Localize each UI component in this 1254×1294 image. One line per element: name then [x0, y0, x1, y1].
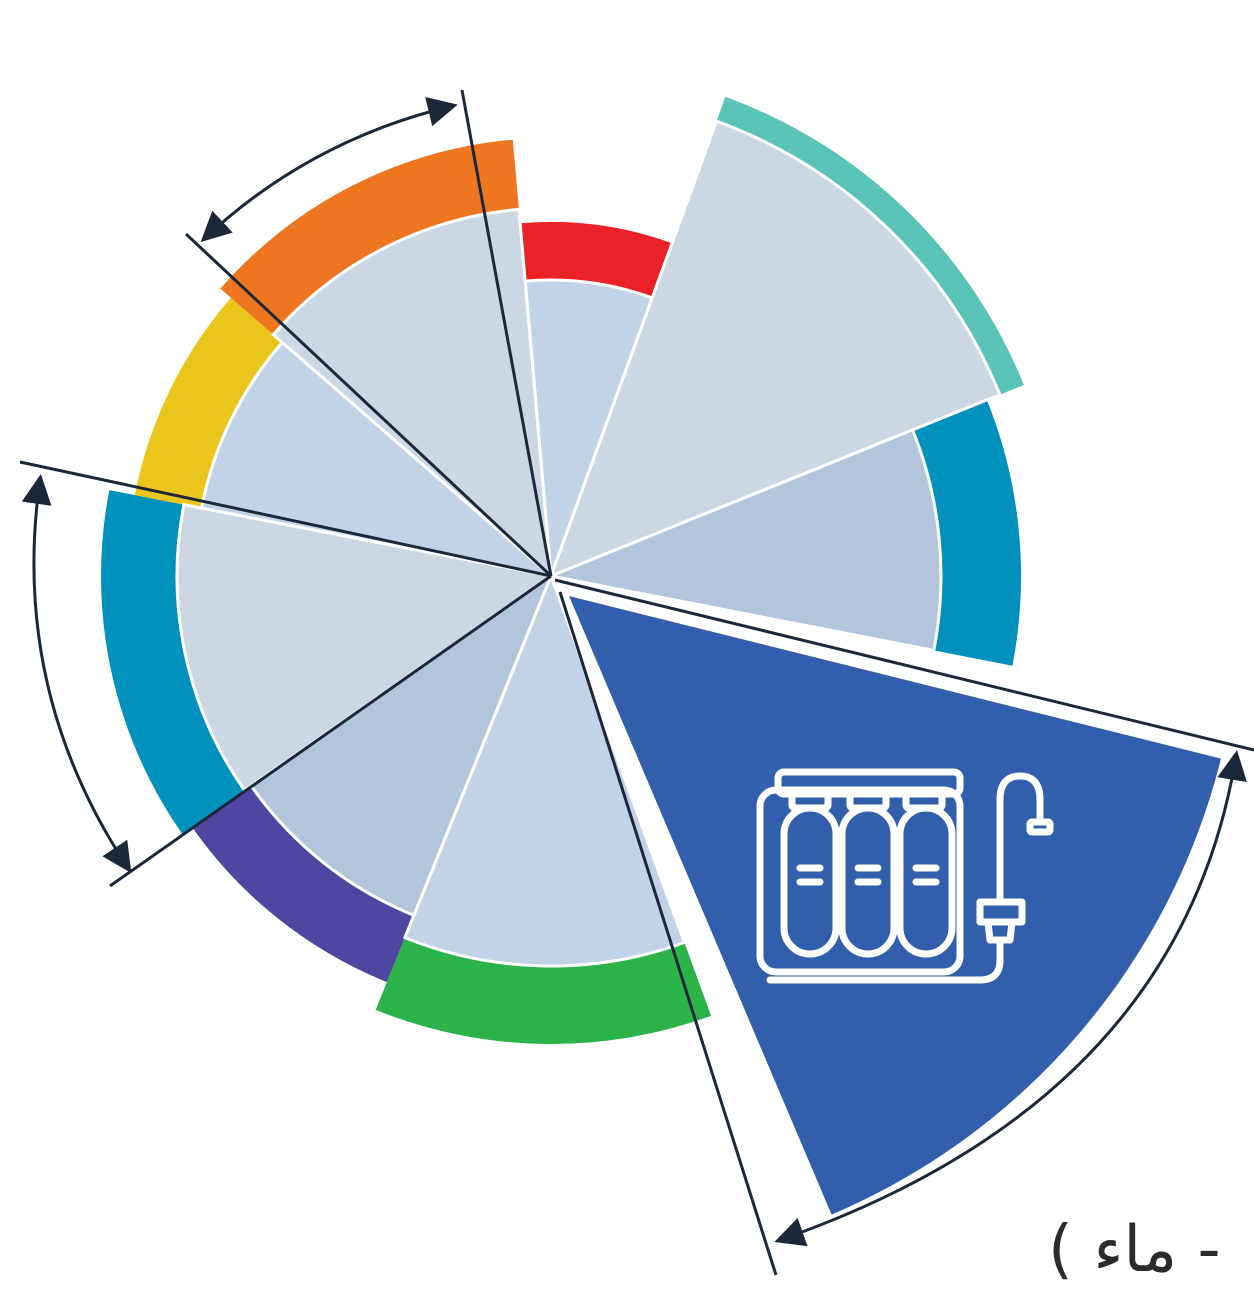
band-bottom — [375, 937, 712, 1045]
segment-top-right — [548, 119, 1002, 579]
band-right — [912, 399, 1022, 666]
segment-upper-left — [199, 340, 557, 579]
band-top-right — [716, 96, 1024, 395]
partial-caption-text: ( ماء - — [1048, 1213, 1221, 1287]
band-upper-left — [134, 297, 283, 509]
segment-left — [175, 502, 555, 793]
divider-line-1 — [460, 89, 553, 577]
arrow-left — [21, 474, 132, 874]
divider-line-2 — [184, 232, 553, 578]
divider-line-5 — [554, 578, 1254, 752]
span-arrows — [21, 97, 1247, 1247]
inner-segments — [175, 119, 1221, 1215]
divider-line-4 — [109, 574, 552, 888]
arrow-highlight — [774, 750, 1247, 1247]
segment-bottom — [402, 571, 687, 968]
band-bottom-left — [192, 785, 414, 983]
segment-top-left — [271, 207, 553, 580]
water-filter-icon — [756, 768, 1054, 984]
band-left — [101, 490, 245, 835]
segment-bottom-left — [249, 571, 555, 918]
arrow-top-left — [200, 97, 458, 243]
segment-right — [545, 427, 943, 653]
segment-top — [523, 278, 655, 577]
divider-line-6 — [558, 591, 778, 1276]
